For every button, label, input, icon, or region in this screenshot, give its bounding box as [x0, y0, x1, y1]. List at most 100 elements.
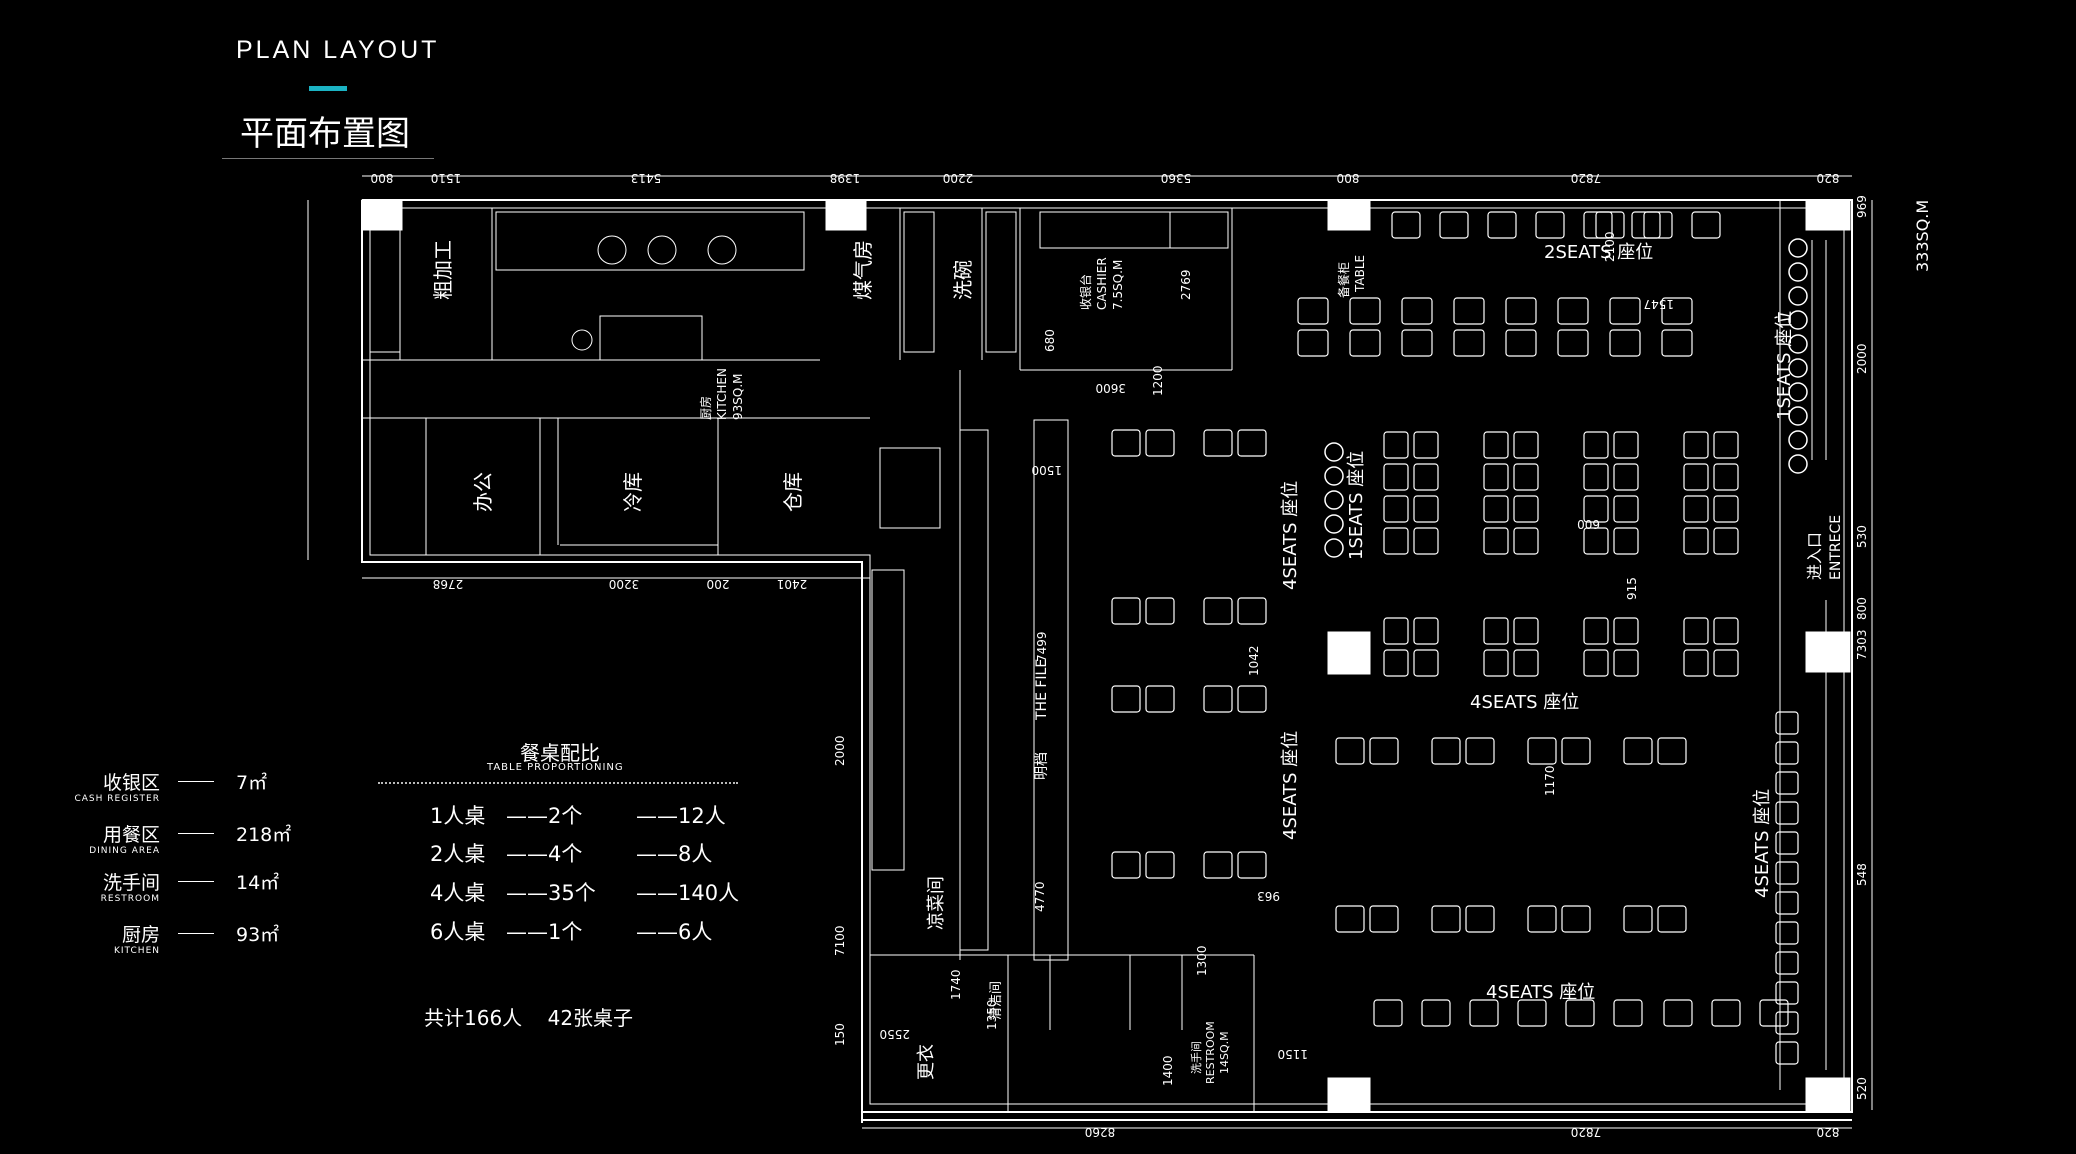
chair [1237, 429, 1267, 457]
dimension-label: 800 [1855, 597, 1869, 620]
chair [1111, 851, 1141, 879]
dimension-label: 2000 [833, 735, 847, 766]
room-cold-storage: 冷库 [621, 472, 645, 512]
chair [1237, 597, 1267, 625]
chair [1335, 737, 1365, 765]
dimension-label: 2401 [777, 577, 808, 591]
dimension-label: 7303 [1855, 629, 1869, 660]
chair [1203, 851, 1233, 879]
chair [1775, 1011, 1799, 1035]
chair [1421, 999, 1451, 1027]
chair [1613, 527, 1639, 555]
chair [1713, 649, 1739, 677]
chair [1383, 527, 1409, 555]
chair [1527, 737, 1557, 765]
chair [1469, 999, 1499, 1027]
title-rule [222, 158, 434, 159]
chair [1775, 771, 1799, 795]
chair [1111, 685, 1141, 713]
chair [1513, 495, 1539, 523]
chair [1775, 951, 1799, 975]
dimension-label: 820 [1817, 171, 1840, 185]
chair [1453, 329, 1485, 357]
chair [1297, 297, 1329, 325]
dimension-label: 1150 [1277, 1047, 1308, 1061]
chair [1711, 999, 1741, 1027]
area-value: 14㎡ [236, 872, 280, 894]
chair [1513, 463, 1539, 491]
chair [1111, 429, 1141, 457]
table-people: ——12人 [636, 804, 726, 828]
proportion-row: 1人桌——2个——12人 [430, 800, 726, 830]
chair [1775, 711, 1799, 735]
room-kitchen-area: 93SQ.M [731, 374, 745, 421]
chair [1483, 463, 1509, 491]
chair [1613, 999, 1643, 1027]
column [361, 199, 403, 231]
chair [1631, 211, 1661, 239]
room-kitchen-en: KITCHEN [715, 368, 729, 420]
chair [1203, 685, 1233, 713]
proportion-row: 4人桌——35个——140人 [430, 877, 739, 907]
chair [1413, 617, 1439, 645]
chair [1561, 905, 1591, 933]
table-count: ——2个 [506, 804, 583, 828]
dimension-label: 1350 [985, 999, 999, 1030]
seat-label-1seats-right: 1SEATS 座位 [1774, 311, 1795, 420]
chair [1369, 905, 1399, 933]
chair [1595, 211, 1625, 239]
dimension-label: 150 [833, 1023, 847, 1046]
room-restroom-en: RESTROOM [1204, 1021, 1217, 1084]
room-gas: 煤气房 [851, 240, 875, 300]
chair [1623, 905, 1653, 933]
room-cashier-en: CASHIER [1095, 257, 1109, 310]
dimension-label: 548 [1855, 863, 1869, 886]
dimension-label: 2100 [1603, 231, 1617, 262]
dimension-label: 1398 [830, 171, 861, 185]
chair [1583, 527, 1609, 555]
chair [1583, 649, 1609, 677]
chair [1775, 861, 1799, 885]
room-restroom-area: 14SQ.M [1218, 1031, 1231, 1074]
dimension-label: 680 [1043, 329, 1057, 352]
dimension-label: 520 [1855, 1077, 1869, 1100]
room-storage: 仓库 [781, 472, 805, 512]
dimension-label: 7100 [833, 925, 847, 956]
area-name-zh: 厨房 [121, 924, 160, 946]
dimension-label: 7499 [1035, 631, 1049, 662]
table-type: 4人桌 [430, 881, 486, 905]
chair [1657, 905, 1687, 933]
chair [1713, 495, 1739, 523]
proportion-row: 2人桌——4个——8人 [430, 838, 712, 868]
chair [1527, 905, 1557, 933]
chair [1413, 495, 1439, 523]
chair [1237, 685, 1267, 713]
chair [1557, 329, 1589, 357]
title-accent-bar [309, 86, 347, 91]
chair [1483, 495, 1509, 523]
chair [1775, 891, 1799, 915]
table-people: ——6人 [636, 920, 713, 944]
dimension-label: 7820 [1571, 1125, 1602, 1139]
dimension-label: 2200 [943, 171, 974, 185]
chair [1643, 211, 1673, 239]
page-title-zh: 平面布置图 [240, 114, 410, 154]
chair [1691, 211, 1721, 239]
chair [1513, 617, 1539, 645]
room-entrance-en: ENTRECE [1828, 515, 1844, 580]
column [1327, 631, 1371, 675]
area-value: 7㎡ [236, 772, 268, 794]
chair [1683, 617, 1709, 645]
chair [1513, 527, 1539, 555]
chair [1413, 527, 1439, 555]
chair [1145, 429, 1175, 457]
chair [1383, 649, 1409, 677]
chair [1583, 617, 1609, 645]
chair [1145, 597, 1175, 625]
chair [1657, 737, 1687, 765]
dimension-label: 5413 [631, 171, 662, 185]
side-table-en: TABLE [1353, 255, 1367, 293]
chair [1383, 495, 1409, 523]
chair [1713, 431, 1739, 459]
